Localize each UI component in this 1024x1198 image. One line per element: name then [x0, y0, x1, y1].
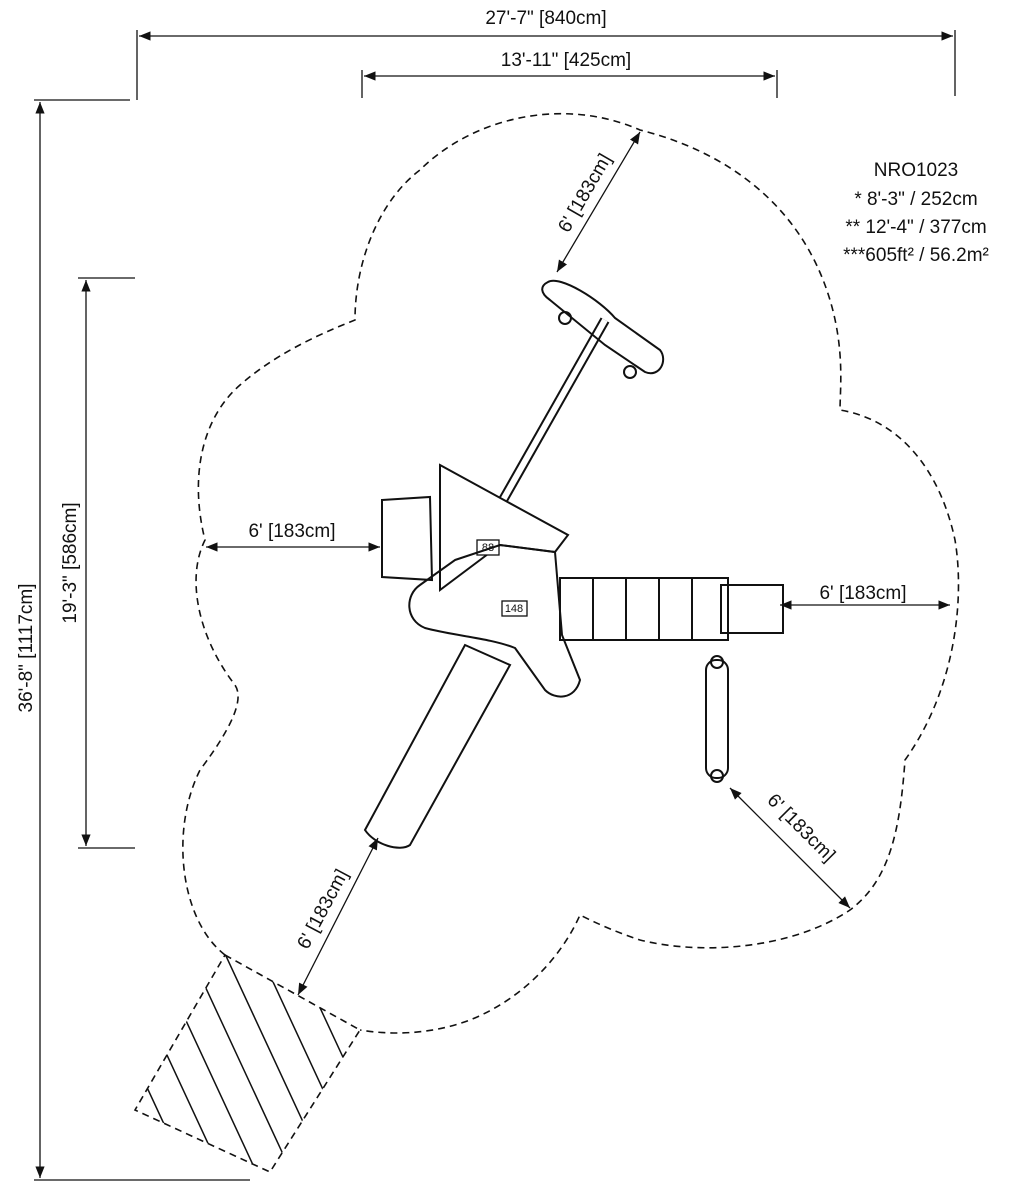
clearance-right-label: 6' [183cm]	[819, 583, 906, 604]
overall-length-dimension: 36'-8" [1117cm]	[16, 99, 250, 1181]
lower-deck-label: 148	[505, 603, 523, 615]
clearance-bottom-right-label: 6' [183cm]	[763, 790, 839, 866]
clearance-left-label: 6' [183cm]	[248, 521, 335, 542]
clearance-left: 6' [183cm]	[206, 521, 380, 552]
info-deck-height: * 8'-3" / 252cm	[854, 189, 977, 210]
bridge-walkway	[559, 577, 784, 641]
lower-deck: 148	[408, 543, 582, 698]
inner-width-dimension: 13'-11" [425cm]	[361, 50, 778, 98]
inner-length-label: 19'-3" [586cm]	[60, 502, 81, 623]
model-info: NRO1023 * 8'-3" / 252cm ** 12'-4" / 377c…	[843, 160, 989, 266]
info-overall-height: ** 12'-4" / 377cm	[845, 217, 986, 238]
clearance-right: 6' [183cm]	[780, 583, 950, 610]
tube-slide	[363, 643, 512, 849]
safety-zone-outline	[182, 112, 960, 1034]
clearance-top: 6' [183cm]	[554, 131, 641, 273]
inner-width-label: 13'-11" [425cm]	[501, 50, 631, 71]
overall-width-dimension: 27'-7" [840cm]	[136, 8, 956, 100]
slide-exit-zone	[133, 953, 362, 1174]
upper-deck: 88	[439, 463, 570, 592]
swing-beam	[498, 279, 665, 503]
overall-length-label: 36'-8" [1117cm]	[16, 583, 37, 712]
overall-width-label: 27'-7" [840cm]	[485, 8, 606, 29]
inner-length-dimension: 19'-3" [586cm]	[60, 277, 135, 849]
info-area: ***605ft² / 56.2m²	[843, 245, 989, 266]
climbing-wall	[381, 495, 434, 582]
clearance-bottom-left: 6' [183cm]	[293, 837, 379, 996]
clearance-bottom-right: 6' [183cm]	[729, 787, 851, 909]
side-ladder	[705, 655, 729, 783]
clearance-bottom-left-label: 6' [183cm]	[293, 866, 352, 953]
model-number: NRO1023	[874, 160, 959, 181]
